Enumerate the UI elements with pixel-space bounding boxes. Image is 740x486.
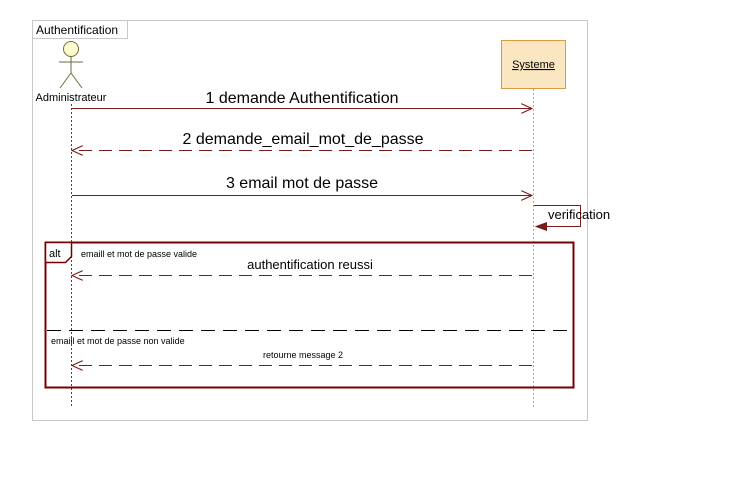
object-systeme[interactable]: Systeme — [501, 40, 566, 89]
alt-keyword-tab — [44, 241, 73, 264]
message-verification-arrow[interactable] — [534, 205, 581, 227]
message-retourne-label: retourne message 2 — [263, 350, 343, 360]
actor-right-leg-icon — [70, 72, 83, 89]
message-3-label: 3 email mot de passe — [226, 175, 378, 192]
alt-keyword: alt — [49, 248, 61, 260]
actor-label: Administrateur — [36, 92, 107, 104]
diagram-frame — [32, 20, 588, 421]
frame-title-tab — [32, 20, 128, 39]
object-box — [501, 40, 566, 89]
object-label: Systeme — [512, 59, 555, 71]
alt-guard-1: emaill et mot de passe valide — [81, 249, 197, 259]
alt-fragment — [44, 241, 575, 389]
alt-guard-2: emaill et mot de passe non valide — [51, 336, 185, 346]
message-2-label: 2 demande_email_mot_de_passe — [182, 131, 423, 148]
frame-title: Authentification — [36, 23, 118, 37]
actor-head-icon — [63, 41, 79, 57]
message-verification-label: verification — [548, 207, 610, 222]
actor-left-leg-icon — [59, 72, 72, 89]
message-authentification-reussi-label: authentification reussi — [247, 257, 373, 272]
message-1-label: 1 demande Authentification — [205, 90, 398, 107]
actor-administrateur[interactable]: Administrateur — [36, 41, 107, 105]
